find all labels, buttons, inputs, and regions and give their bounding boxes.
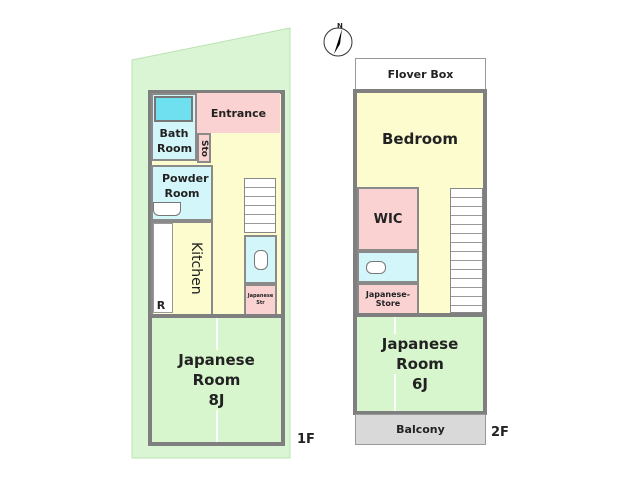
room-japanese-str: Japanese Str [244, 284, 277, 316]
room-japanese-store: Japanese-Store [357, 283, 419, 315]
bathtub-icon [154, 96, 193, 122]
toilet-icon [366, 260, 386, 274]
room-storage: Sto [197, 133, 211, 163]
compass-north-label: N [337, 22, 343, 30]
powder-label: Powder Room [162, 172, 209, 200]
sink-icon [153, 202, 181, 216]
room-powder: Powder Room [151, 165, 213, 221]
fridge-label: R [156, 298, 166, 312]
room-bedroom: Bedroom [357, 93, 483, 185]
jroom-8j-size: 8J [208, 390, 225, 410]
room-entrance: Entrance [197, 93, 280, 133]
room-toilet-1f [244, 235, 277, 284]
room-toilet-2f [357, 251, 419, 283]
toilet-icon [253, 249, 268, 270]
bath-label: Bath Room [157, 127, 193, 155]
stairs-1f [244, 178, 276, 233]
room-wic: WIC [357, 187, 419, 251]
floor2-label: 2F [491, 425, 509, 440]
jroom-6j-size: 6J [411, 374, 429, 394]
floor1-label: 1F [297, 432, 315, 447]
kitchen-label: Kitchen [188, 242, 204, 295]
jroom-8j-label: Japanese Room [152, 350, 281, 390]
balcony: Balcony [355, 414, 486, 445]
jroom-6j-label: Japanese Room [357, 334, 483, 374]
flower-box: Flover Box [355, 58, 486, 91]
kitchen-counter [153, 223, 173, 313]
stairs-2f [450, 188, 483, 313]
compass-icon [323, 27, 353, 57]
